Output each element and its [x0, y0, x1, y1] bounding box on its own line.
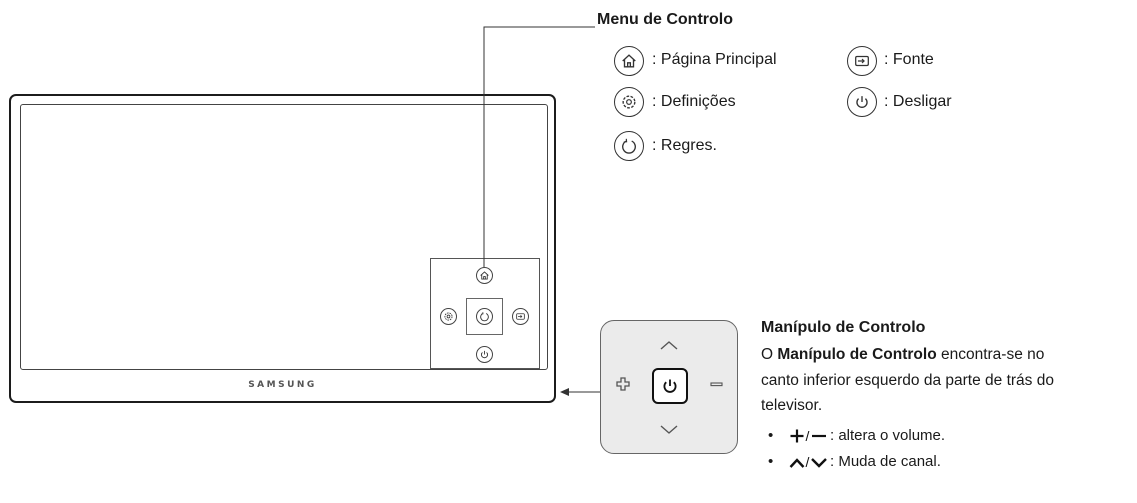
- stick-down-icon: [660, 425, 678, 434]
- source-label: : Fonte: [884, 51, 934, 68]
- home-label: : Página Principal: [652, 51, 777, 68]
- control-menu-center-box: [466, 298, 503, 335]
- plus-minus-icon: /: [790, 428, 826, 444]
- control-stick-arrows: [616, 341, 723, 434]
- bullet-dot: •: [768, 453, 774, 470]
- tv-bezel: [9, 94, 556, 403]
- svg-text:/: /: [806, 428, 810, 444]
- panel-power-icon: [476, 346, 493, 363]
- panel-home-icon: [476, 267, 493, 284]
- settings-icon: [614, 87, 644, 117]
- power-label: : Desligar: [884, 93, 952, 110]
- control-stick-desc-line1: O Manípulo de Controlo encontra-se no: [761, 346, 1045, 363]
- channel-bullet-text: : Muda de canal.: [830, 453, 941, 470]
- control-menu-title: Menu de Controlo: [597, 11, 733, 28]
- stick-minus-icon: [710, 382, 723, 387]
- control-stick-desc-line2: canto inferior esquerdo da parte de trás…: [761, 372, 1054, 389]
- volume-bullet-text: : altera o volume.: [830, 427, 946, 444]
- return-icon: [614, 131, 644, 161]
- control-stick-desc-line3: televisor.: [761, 397, 823, 414]
- source-icon: [847, 46, 877, 76]
- power-icon: [847, 87, 877, 117]
- home-icon: [614, 46, 644, 76]
- up-down-chevron-icon: /: [789, 455, 827, 470]
- return-label: : Regres.: [652, 137, 717, 154]
- control-menu-panel: [430, 258, 540, 369]
- panel-settings-icon: [440, 308, 457, 325]
- tv-brand-logo: SAMSUNG: [248, 380, 317, 390]
- stick-up-icon: [660, 341, 678, 350]
- panel-return-icon: [476, 308, 493, 325]
- tv-screen: [20, 104, 548, 370]
- settings-label: : Definições: [652, 93, 736, 110]
- stick-plus-icon: [616, 377, 630, 391]
- svg-text:/: /: [806, 455, 810, 470]
- panel-source-icon: [512, 308, 529, 325]
- stick-power-button: [652, 368, 688, 404]
- bullet-dot: •: [768, 427, 774, 444]
- control-stick-title: Manípulo de Controlo: [761, 319, 926, 336]
